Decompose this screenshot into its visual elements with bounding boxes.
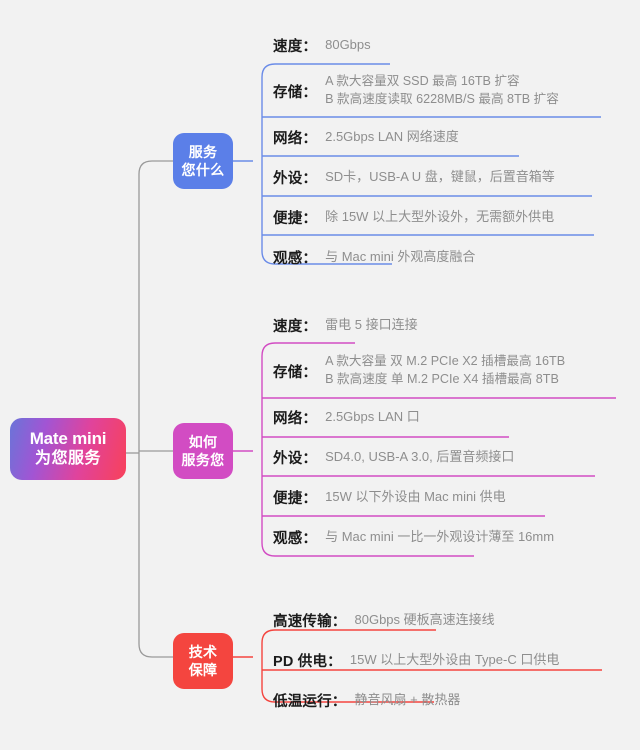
detail-row-label: 网络： xyxy=(273,410,318,427)
detail-row: 低温运行： 静音风扇 + 散热器 xyxy=(273,680,559,720)
detail-row-value: 与 Mac mini 一比一外观设计薄至 16mm xyxy=(325,528,555,544)
detail-row: 便捷： 15W 以下外设由 Mac mini 供电 xyxy=(273,477,565,517)
detail-row-value: 雷电 5 接口连接 xyxy=(325,316,418,332)
detail-row-value: SD4.0, USB-A 3.0, 后置音频接口 xyxy=(325,448,515,464)
branch-node-how-serve[interactable]: 如何 服务您 xyxy=(173,423,233,479)
detail-row-value: 15W 以下外设由 Mac mini 供电 xyxy=(325,488,506,504)
branch-node-1-line2: 您什么 xyxy=(181,162,225,178)
detail-row-value: A 款大容量 双 M.2 PCIe X2 插槽最高 16TB B 款高速度 单 M… xyxy=(325,353,565,389)
root-title-line1: Mate mini xyxy=(29,428,107,448)
detail-row: 网络： 2.5Gbps LAN 口 xyxy=(273,397,565,437)
detail-row-label: 观感： xyxy=(273,530,318,547)
detail-row-value: 80Gbps 硬板高速连接线 xyxy=(354,611,495,627)
branch-node-2-line2: 服务您 xyxy=(181,452,225,468)
detail-row-value-line: B 款高速度 单 M.2 PCIe X4 插槽最高 8TB xyxy=(325,372,559,386)
detail-row-value: 2.5Gbps LAN 口 xyxy=(325,408,420,424)
branch-node-3-line2: 保障 xyxy=(188,662,218,678)
detail-row-value-line: B 款高速度读取 6228MB/S 最高 8TB 扩容 xyxy=(325,92,559,106)
detail-row-label: 速度： xyxy=(273,318,318,335)
detail-row-value-line: A 款大容量双 SSD 最高 16TB 扩容 xyxy=(325,74,520,89)
detail-row-label: 高速传输： xyxy=(273,613,347,630)
detail-row-label: 低温运行： xyxy=(273,693,347,710)
branch-2-rows: 速度： 雷电 5 接口连接存储： A 款大容量 双 M.2 PCIe X2 插槽最高… xyxy=(273,305,565,557)
detail-row: 存储： A 款大容量 双 M.2 PCIe X2 插槽最高 16TB B 款高速度 … xyxy=(273,345,565,397)
detail-row-label: 存储： xyxy=(273,364,318,381)
root-title-line2: 为您服务 xyxy=(34,450,101,468)
detail-row-label: 外设： xyxy=(273,170,318,187)
detail-row: 存储： A 款大容量双 SSD 最高 16TB 扩容 B 款高速度读取 6228MB… xyxy=(273,65,559,117)
detail-row-value: SD卡，USB-A U 盘，键鼠，后置音箱等 xyxy=(325,168,555,184)
branch-node-3-line1: 技术 xyxy=(188,643,218,660)
branch-node-tech-guarantee[interactable]: 技术 保障 xyxy=(173,633,233,689)
detail-row-value: 静音风扇 + 散热器 xyxy=(354,691,461,707)
detail-row: 便捷： 除 15W 以上大型外设外，无需额外供电 xyxy=(273,197,559,237)
detail-row-label: 观感： xyxy=(273,250,318,267)
detail-row-label: 网络： xyxy=(273,130,318,147)
detail-row-value: 15W 以上大型外设由 Type-C 口供电 xyxy=(349,651,560,667)
detail-row-label: PD 供电： xyxy=(273,653,342,670)
detail-row-label: 便捷： xyxy=(273,210,318,227)
branch-node-service-what[interactable]: 服务 您什么 xyxy=(173,133,233,189)
detail-row-value: 除 15W 以上大型外设外，无需额外供电 xyxy=(325,208,555,224)
branch-1-rows: 速度： 80Gbps 存储： A 款大容量双 SSD 最高 16TB 扩容 B 款高速度… xyxy=(273,25,559,277)
detail-row-value: 与 Mac mini 外观高度融合 xyxy=(325,248,476,264)
branch-3-rows: 高速传输： 80Gbps 硬板高速连接线 PD 供电： 15W 以上大型外设由 Typ… xyxy=(273,600,559,720)
detail-row-label: 便捷： xyxy=(273,490,318,507)
detail-row: 外设： SD4.0, USB-A 3.0, 后置音频接口 xyxy=(273,437,565,477)
detail-row: 高速传输： 80Gbps 硬板高速连接线 xyxy=(273,600,559,640)
detail-row: 观感： 与 Mac mini 外观高度融合 xyxy=(273,237,559,277)
detail-row-value: 2.5Gbps LAN 网络速度 xyxy=(325,128,459,144)
detail-row: 观感： 与 Mac mini 一比一外观设计薄至 16mm xyxy=(273,517,565,557)
detail-row-value-line: A 款大容量 双 M.2 PCIe X2 插槽最高 16TB xyxy=(325,354,566,369)
detail-row-label: 速度： xyxy=(273,38,318,55)
detail-row-value: A 款大容量双 SSD 最高 16TB 扩容 B 款高速度读取 6228MB/S … xyxy=(325,73,559,109)
detail-row: 速度： 雷电 5 接口连接 xyxy=(273,305,565,345)
detail-row: 外设： SD卡，USB-A U 盘，键鼠，后置音箱等 xyxy=(273,157,559,197)
detail-row-value: 80Gbps xyxy=(325,36,371,52)
detail-row: 网络： 2.5Gbps LAN 网络速度 xyxy=(273,117,559,157)
detail-row-label: 外设： xyxy=(273,450,318,467)
trunk-connector xyxy=(126,160,173,658)
detail-row-label: 存储： xyxy=(273,84,318,101)
detail-row: PD 供电： 15W 以上大型外设由 Type-C 口供电 xyxy=(273,640,559,680)
branch-node-1-line1: 服务 xyxy=(188,143,218,160)
branch-node-2-line1: 如何 xyxy=(188,433,218,450)
root-node[interactable]: Mate mini 为您服务 xyxy=(10,418,126,480)
detail-row: 速度： 80Gbps xyxy=(273,25,559,65)
